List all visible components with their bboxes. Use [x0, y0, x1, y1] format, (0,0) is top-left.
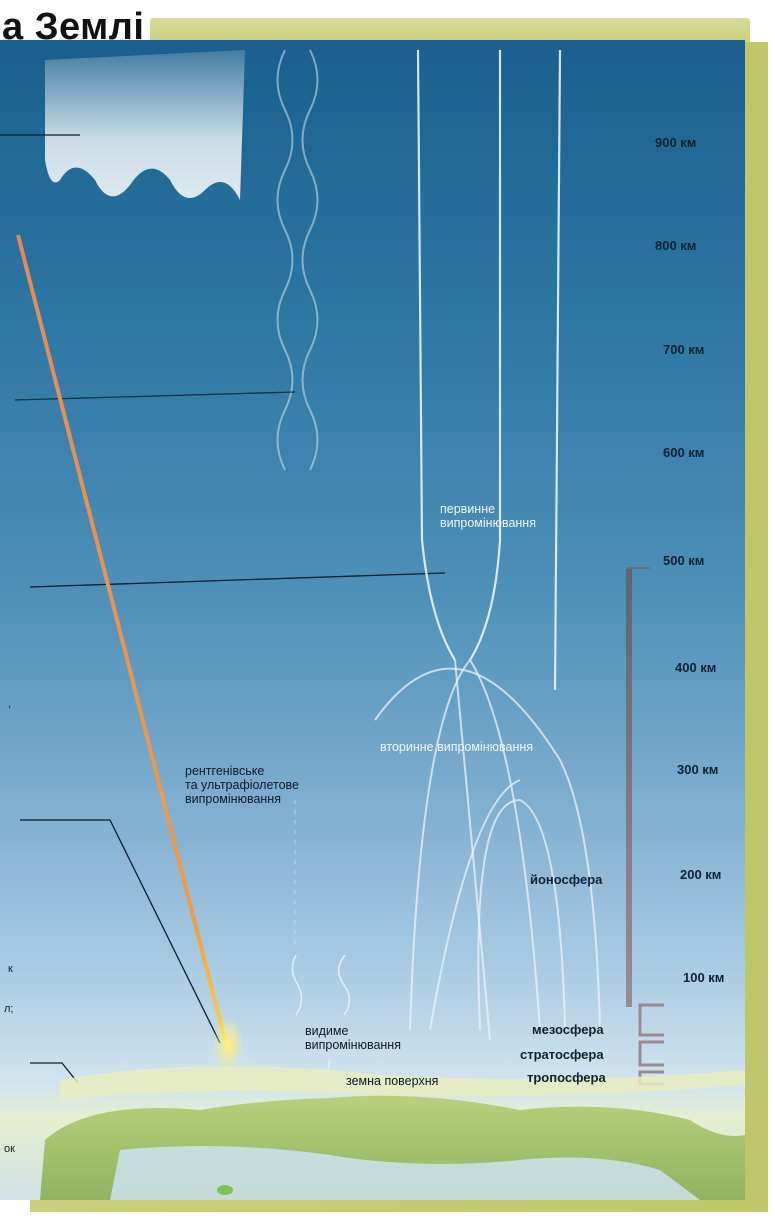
earth-surface-label: земна поверхня	[346, 1074, 439, 1088]
stratosphere-label: стратосфера	[520, 1047, 604, 1062]
ionosphere-label: йоносфера	[530, 872, 603, 887]
altitude-200: 200 км	[680, 867, 722, 882]
altitude-100: 100 км	[683, 970, 725, 985]
altitude-500: 500 км	[663, 553, 705, 568]
secondary-radiation-arcs	[374, 658, 601, 1041]
altitude-900: 900 км	[655, 135, 697, 150]
altitude-400: 400 км	[675, 660, 717, 675]
primary-radiation-lines	[416, 49, 562, 691]
xray-uv-label: рентгенівське та ультрафіолетове випромі…	[185, 764, 300, 806]
visible-radiation-label: видиме випромінювання	[305, 1024, 401, 1052]
earth-surface	[40, 1066, 745, 1200]
left-fragment-l: л;	[4, 1003, 14, 1015]
troposphere-label: тропосфера	[527, 1070, 606, 1085]
left-fragment-ok: ок	[4, 1143, 15, 1155]
title-bar	[150, 18, 750, 44]
layer-brackets	[638, 1003, 664, 1086]
altitude-600: 600 км	[663, 445, 705, 460]
altitude-800: 800 км	[655, 238, 697, 253]
altitude-700: 700 км	[663, 342, 705, 357]
atmosphere-panel: 900 км 800 км 700 км 600 км 500 км 400 к…	[0, 40, 745, 1200]
aurora-shape	[45, 50, 245, 200]
ionosphere-bar	[626, 567, 650, 1007]
wavy-radiation	[276, 49, 319, 471]
altitude-300: 300 км	[677, 762, 719, 777]
pointer-lines	[0, 134, 446, 1084]
atmosphere-drawing	[0, 49, 745, 1200]
left-fragment-comma: ,	[8, 698, 12, 710]
xray-uv-ray	[16, 234, 244, 1073]
mesosphere-label: мезосфера	[532, 1022, 604, 1037]
secondary-radiation-label: вторинне випромінювання	[380, 740, 534, 754]
visible-radiation-waves	[291, 800, 351, 1081]
left-fragment-k: к	[8, 963, 13, 975]
primary-radiation-label: первинне випромінювання	[440, 502, 536, 530]
